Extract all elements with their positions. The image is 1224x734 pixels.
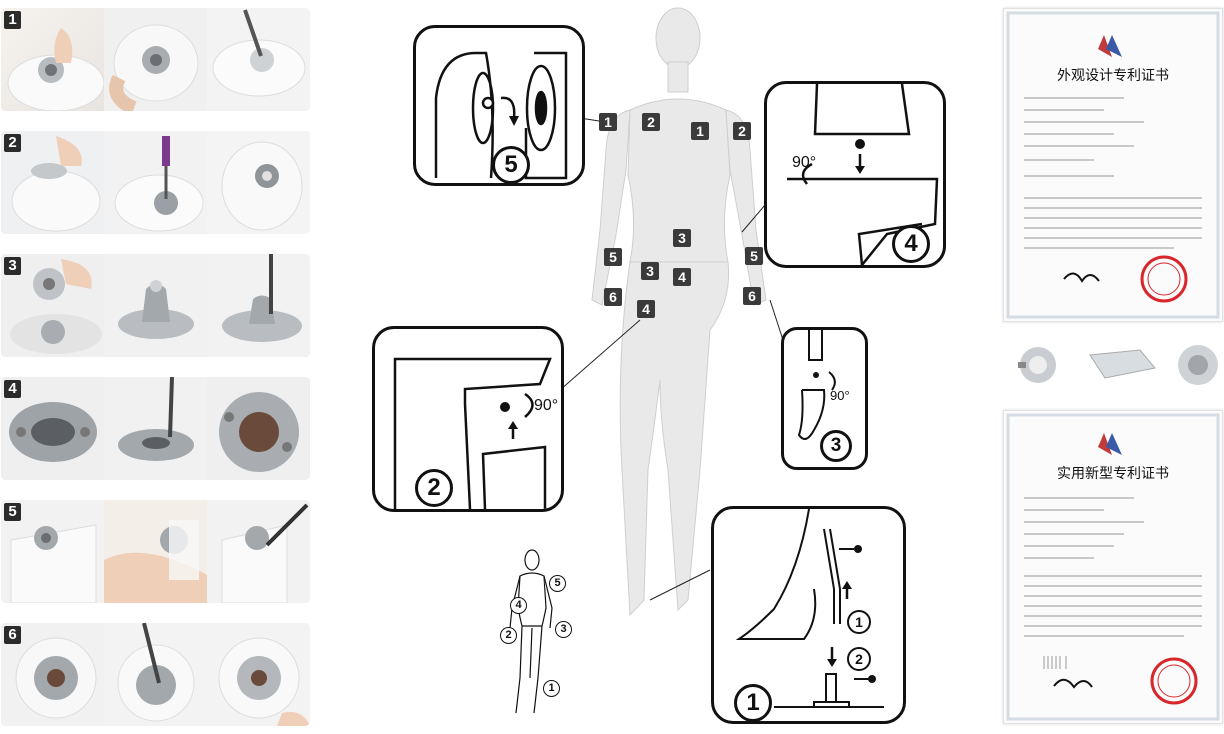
callout-arm-attach: 5 <box>413 25 585 186</box>
callout-number-badge: 1 <box>734 684 772 721</box>
callout-step-badge: 2 <box>847 647 871 671</box>
mini-figure-label: 5 <box>549 575 566 592</box>
step-photo <box>207 8 310 111</box>
step-panel-1: 1 <box>1 8 310 111</box>
step-photo <box>104 254 207 357</box>
marker-wrist-left-6: 6 <box>604 288 622 306</box>
marker-waist-3a: 3 <box>673 229 691 247</box>
mini-figure-label: 2 <box>500 627 517 644</box>
marker-shoulder-right-1: 1 <box>691 122 709 140</box>
rotation-degree-label: 90° <box>830 388 850 403</box>
marker-shoulder-left-1: 1 <box>599 113 617 131</box>
step-number-badge: 3 <box>4 257 21 275</box>
certificate-title: 实用新型专利证书 <box>1057 466 1169 482</box>
hand-detail-drawing <box>797 330 836 440</box>
marker-shoulder-right-2: 2 <box>733 122 751 140</box>
hand-mount-photo <box>7 28 105 111</box>
step-photo <box>104 131 207 234</box>
hardware-parts-image <box>1018 345 1218 385</box>
callout-hand-attach: 90° 4 <box>764 81 946 268</box>
certificate-decor <box>1006 11 1220 319</box>
callout-step-badge: 1 <box>847 610 871 634</box>
step-photo <box>207 254 310 357</box>
marker-wrist-left-5: 5 <box>604 248 622 266</box>
mini-figure-diagram <box>509 549 553 714</box>
step-panel-2: 2 <box>1 131 310 234</box>
step-number-badge: 2 <box>4 134 21 152</box>
marker-wrist-right-5: 5 <box>745 247 763 265</box>
foot-stand-drawing <box>735 509 884 708</box>
mini-figure-label: 4 <box>510 597 527 614</box>
mini-figure-label: 3 <box>555 621 572 638</box>
step-panel-3: 3 <box>1 254 310 357</box>
callout-foot-stand: 1 2 1 <box>711 506 906 724</box>
step-photo <box>207 500 310 603</box>
step-panel-5: 5 <box>1 500 310 603</box>
step-photo <box>207 377 310 480</box>
step-number-badge: 4 <box>4 380 21 398</box>
marker-waist-3b: 3 <box>641 262 659 280</box>
mini-figure-label: 1 <box>543 680 560 697</box>
mannequin-figure <box>591 7 767 617</box>
rotation-degree-label: 90° <box>534 397 559 414</box>
design-patent-certificate: 外观设计专利证书 <box>1003 8 1223 322</box>
step-number-badge: 5 <box>4 503 21 521</box>
marker-shoulder-left-2: 2 <box>642 113 660 131</box>
rotation-degree-label: 90° <box>792 154 817 171</box>
step-photo <box>207 131 310 234</box>
certificate-title: 外观设计专利证书 <box>1057 68 1169 84</box>
callout-number-badge: 2 <box>415 469 453 507</box>
hand-joint-drawing <box>787 84 939 265</box>
marker-waist-4a: 4 <box>673 268 691 286</box>
callout-number-badge: 5 <box>492 146 530 183</box>
step-panel-6: 6 <box>1 623 310 726</box>
step-number-badge: 6 <box>4 626 21 644</box>
step-photo <box>104 500 207 603</box>
callout-number-badge: 4 <box>892 225 930 263</box>
waist-joint-drawing <box>393 357 552 509</box>
marker-wrist-right-6: 6 <box>743 287 761 305</box>
marker-waist-4b: 4 <box>637 300 655 318</box>
certificate-decor <box>1006 413 1220 721</box>
callout-number-badge: 3 <box>820 430 852 462</box>
utility-patent-certificate: 实用新型专利证书 <box>1003 410 1223 724</box>
callout-hand-detail: 90° 3 <box>781 327 868 470</box>
step-photo <box>104 8 207 111</box>
step-number-badge: 1 <box>4 11 21 29</box>
step-photo <box>207 623 310 726</box>
step-panel-4: 4 <box>1 377 310 480</box>
callout-waist-attach: 90° 2 <box>372 326 564 512</box>
step-photo <box>104 623 207 726</box>
step-photo <box>104 377 207 480</box>
step-photo <box>1 623 104 726</box>
